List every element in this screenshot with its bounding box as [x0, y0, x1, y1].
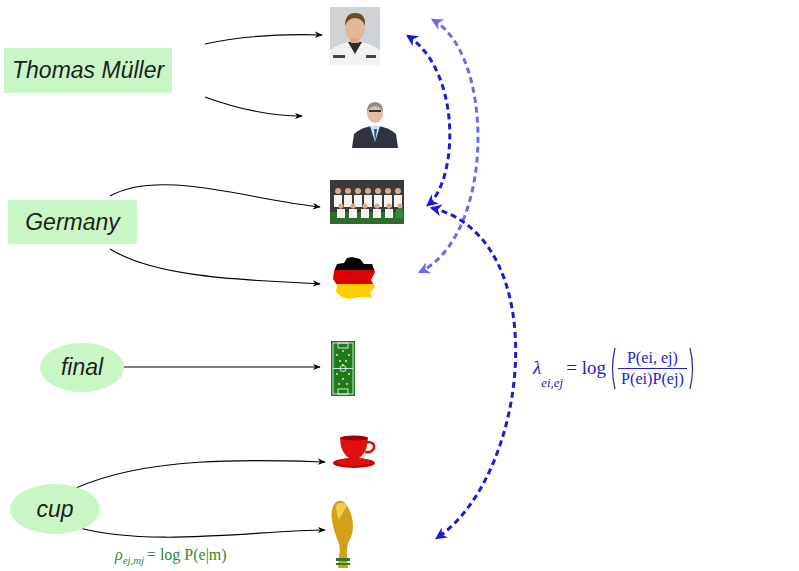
mention-text: Thomas Müller	[12, 57, 164, 83]
mention-box: Germany	[8, 200, 137, 244]
formula-subscript: ej,mj	[123, 554, 144, 566]
parenthesis	[609, 347, 617, 390]
prior-formula: ρej,mj= log P(e|m)	[115, 546, 227, 564]
formula-symbol: ρ	[115, 546, 123, 564]
person-photo	[350, 98, 400, 148]
mention-box: Thomas Müller	[4, 48, 172, 93]
formula-text: = log P(e|m)	[147, 546, 227, 564]
fraction-numerator: P(ei, ej)	[624, 349, 681, 368]
player-photo	[330, 7, 380, 65]
mention-text: final	[61, 354, 103, 380]
flag-map	[330, 255, 378, 300]
mention-ellipse: cup	[10, 484, 100, 534]
formula-symbol: λ	[533, 357, 541, 379]
cup-icon	[333, 436, 375, 469]
formula-subscript: ei,ej	[541, 375, 563, 391]
formula-text: = log	[566, 357, 606, 379]
parenthesis	[688, 347, 696, 390]
fraction-denominator: P(ei)P(ej)	[618, 368, 687, 388]
team-photo	[330, 180, 404, 224]
relatedness-arrows	[408, 20, 516, 538]
candidate-arrows	[76, 35, 325, 538]
trophy-icon	[331, 501, 353, 568]
mention-text: Germany	[25, 209, 120, 235]
mention-text: cup	[36, 496, 73, 522]
mention-ellipse: final	[40, 343, 124, 392]
relatedness-formula: λei,ej= log P(ei, ej)P(ei)P(ej)	[533, 347, 696, 390]
pitch-icon	[331, 341, 355, 396]
fraction: P(ei, ej)P(ei)P(ej)	[618, 349, 687, 388]
